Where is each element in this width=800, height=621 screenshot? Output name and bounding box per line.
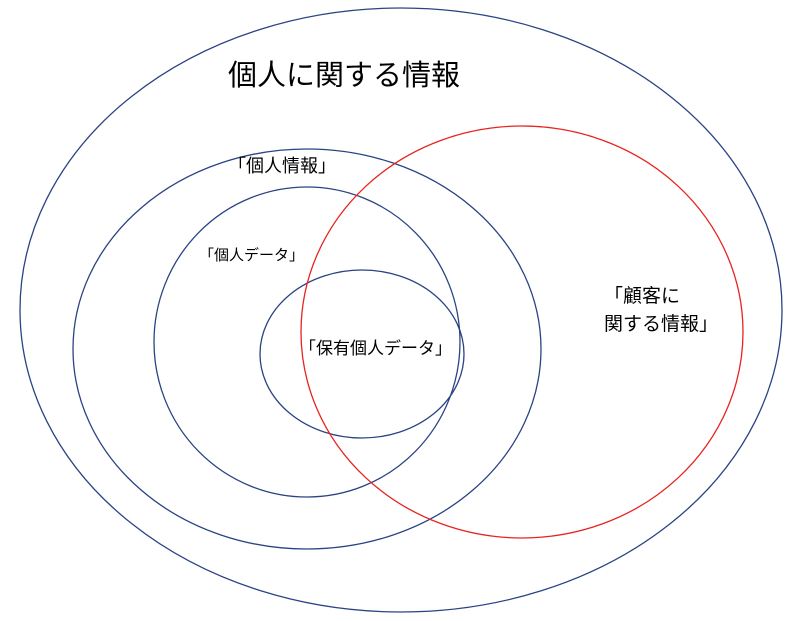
ellipse-retained-personal-data [259, 269, 465, 439]
label-customer-info-line2: 関する情報」 [604, 312, 719, 335]
label-personal-info: 「個人情報」 [228, 156, 336, 177]
ellipse-personal-info [72, 148, 542, 550]
label-personal-related-info: 個人に関する情報 [228, 58, 461, 92]
label-customer-info-line1: 「顧客に [604, 285, 681, 307]
label-personal-data: 「個人データ」 [199, 246, 305, 264]
label-customer-info: 「顧客に 関する情報」 [604, 283, 734, 338]
label-retained-personal-data: 「保有個人データ」 [299, 339, 452, 359]
ellipse-customer-info [300, 125, 744, 539]
ellipse-personal-related-info [19, 7, 783, 613]
ellipse-personal-data [153, 186, 461, 498]
